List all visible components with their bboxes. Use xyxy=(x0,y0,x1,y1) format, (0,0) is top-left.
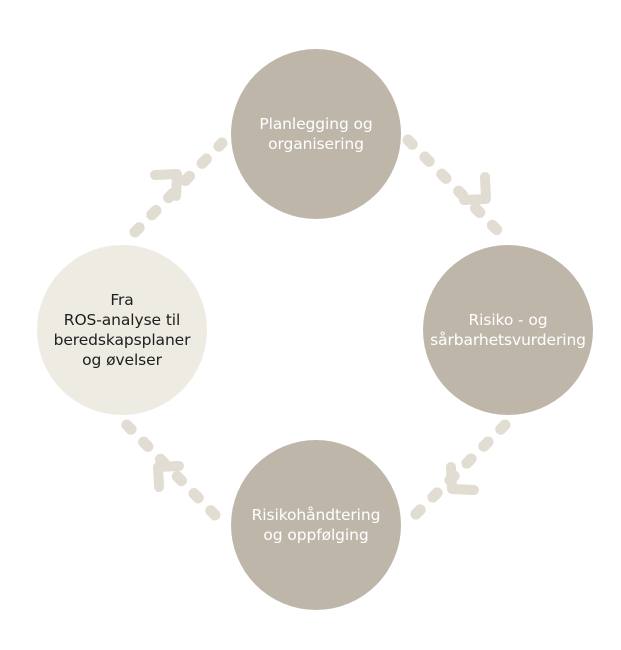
chevron-right-bottom-icon xyxy=(446,462,479,495)
node-risk-assessment: Risiko - og sårbarhetsvurdering xyxy=(423,245,593,415)
node-risk-handling: Risikohåndtering og oppfølging xyxy=(231,440,401,610)
connector-right-bottom xyxy=(409,419,511,521)
connector-left-top xyxy=(129,137,228,238)
node-start-label: Fra ROS-analyse til beredskapsplaner og … xyxy=(53,291,191,369)
connector-top-right xyxy=(402,134,508,241)
node-risk-handling-label: Risikohåndtering og oppfølging xyxy=(251,506,381,544)
direction-chevrons xyxy=(150,169,491,495)
node-planning-label: Planlegging og organisering xyxy=(259,115,373,153)
node-start: Fra ROS-analyse til beredskapsplaner og … xyxy=(37,245,207,415)
node-risk-assessment-label: Risiko - og sårbarhetsvurdering xyxy=(430,311,586,349)
chevron-top-right-icon xyxy=(459,172,491,205)
chevron-bottom-left-icon xyxy=(153,461,184,492)
connector-bottom-left xyxy=(116,414,221,521)
node-planning: Planlegging og organisering xyxy=(231,49,401,219)
dashed-connectors xyxy=(116,134,511,521)
chevron-left-top-icon xyxy=(150,169,182,201)
